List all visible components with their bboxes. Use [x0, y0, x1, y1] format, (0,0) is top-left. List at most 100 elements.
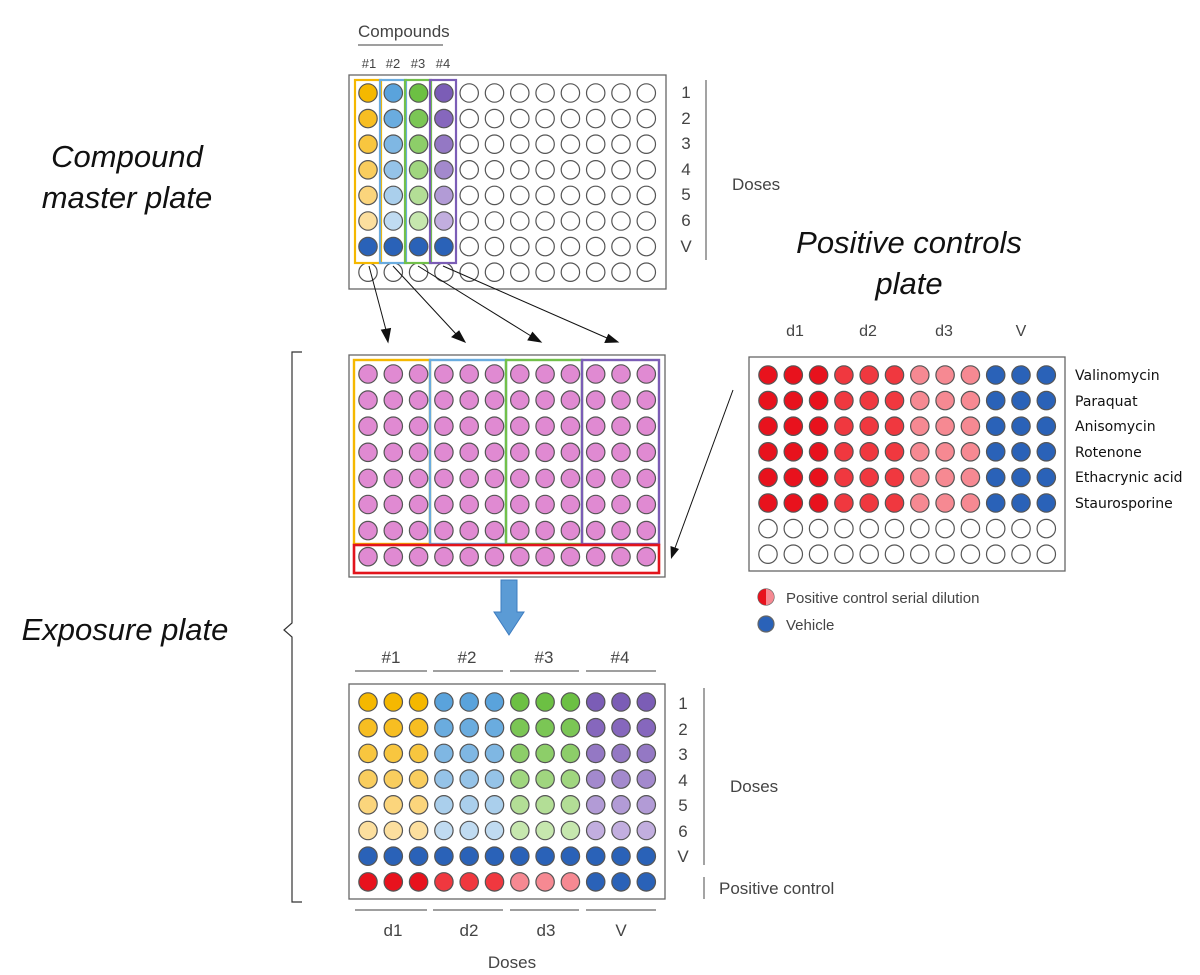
- result-row-label: 3: [678, 745, 687, 764]
- master-well-empty: [509, 108, 530, 129]
- result-well: [611, 846, 631, 866]
- result-well: [535, 794, 555, 815]
- result-well: [509, 872, 530, 892]
- exposure-well: [611, 468, 631, 489]
- exposure-well: [408, 468, 429, 489]
- result-well: [611, 820, 631, 841]
- compounds-label: Compounds: [358, 22, 450, 41]
- control-well-filled: [884, 493, 905, 513]
- control-well-filled: [1011, 493, 1031, 513]
- result-compound-id: #4: [611, 648, 630, 667]
- master-well-empty: [459, 236, 479, 257]
- control-well-filled: [834, 493, 854, 513]
- result-well: [383, 820, 404, 841]
- result-well: [408, 692, 429, 712]
- exposure-well: [509, 442, 530, 463]
- exposure-well: [509, 546, 530, 567]
- control-well-filled: [960, 416, 981, 436]
- result-well: [358, 717, 378, 738]
- exposure-well: [560, 390, 581, 410]
- control-transfer-arrow: [674, 389, 734, 549]
- master-well-filled: [408, 185, 429, 206]
- master-well-empty: [509, 134, 530, 154]
- result-well: [636, 692, 657, 712]
- positive-column-label: d3: [935, 323, 953, 340]
- master-well-empty: [459, 262, 479, 282]
- result-well: [560, 846, 581, 866]
- exposure-well: [535, 494, 555, 515]
- master-plate-frame: [348, 74, 667, 290]
- control-well-filled: [783, 467, 804, 488]
- master-well-filled: [408, 83, 429, 103]
- transfer-arrowhead-2: [451, 330, 467, 343]
- result-well: [484, 692, 505, 712]
- control-well-filled: [985, 493, 1006, 513]
- master-well-empty: [636, 83, 657, 103]
- master-well-empty: [611, 108, 631, 129]
- exposure-well: [408, 546, 429, 567]
- control-well-filled: [859, 493, 879, 513]
- result-well: [459, 820, 479, 841]
- control-well-filled: [1036, 441, 1057, 462]
- transfer-arrowhead-3: [527, 331, 543, 343]
- control-well-empty: [909, 518, 930, 539]
- control-well-filled: [985, 467, 1006, 488]
- control-well-empty: [985, 518, 1006, 539]
- control-well-filled: [1011, 467, 1031, 488]
- result-well: [560, 717, 581, 738]
- process-down-arrow: [493, 579, 525, 636]
- result-well: [509, 846, 530, 866]
- control-well-filled: [960, 467, 981, 488]
- master-well-empty: [408, 262, 429, 282]
- transfer-arrowhead-4: [604, 333, 620, 344]
- master-well-empty: [560, 108, 581, 129]
- master-well-filled: [383, 185, 404, 206]
- control-well-filled: [985, 365, 1006, 385]
- result-well: [535, 846, 555, 866]
- control-well-filled: [859, 390, 879, 411]
- exposure-well: [434, 494, 454, 515]
- exposure-well: [509, 494, 530, 515]
- result-well: [535, 769, 555, 789]
- exposure-well: [434, 364, 454, 384]
- control-well-empty: [834, 518, 854, 539]
- master-well-empty: [611, 185, 631, 206]
- result-well: [434, 769, 454, 789]
- master-well-empty: [509, 185, 530, 206]
- master-compound-id-4: #4: [436, 56, 450, 71]
- result-well: [560, 769, 581, 789]
- exposure-well: [535, 390, 555, 410]
- result-well: [636, 717, 657, 738]
- result-well: [383, 769, 404, 789]
- result-well: [408, 846, 429, 866]
- master-well-empty: [585, 83, 606, 103]
- result-well: [484, 846, 505, 866]
- exposure-plate-wells: [358, 364, 657, 567]
- result-well: [358, 743, 378, 764]
- master-well-empty: [636, 262, 657, 282]
- master-well-filled: [383, 236, 404, 257]
- result-well: [585, 872, 606, 892]
- control-well-filled: [1036, 416, 1057, 436]
- control-well-filled: [859, 416, 879, 436]
- exposure-well: [484, 442, 505, 463]
- master-well-empty: [535, 211, 555, 231]
- exposure-well: [585, 546, 606, 567]
- exposure-well: [484, 468, 505, 489]
- master-well-filled: [434, 236, 454, 257]
- master-well-empty: [611, 83, 631, 103]
- master-well-empty: [560, 236, 581, 257]
- master-well-empty: [535, 108, 555, 129]
- master-row-label: 5: [681, 185, 690, 204]
- exposure-well: [484, 364, 505, 384]
- legend-dilution-swatch-right: [766, 589, 774, 605]
- exposure-well: [636, 390, 657, 410]
- exposure-well: [611, 546, 631, 567]
- positive-column-label: V: [1016, 323, 1027, 340]
- result-well: [560, 743, 581, 764]
- master-well-empty: [585, 185, 606, 206]
- exposure-well: [636, 468, 657, 489]
- exposure-well: [383, 468, 404, 489]
- exposure-well: [585, 442, 606, 463]
- exposure-well: [459, 468, 479, 489]
